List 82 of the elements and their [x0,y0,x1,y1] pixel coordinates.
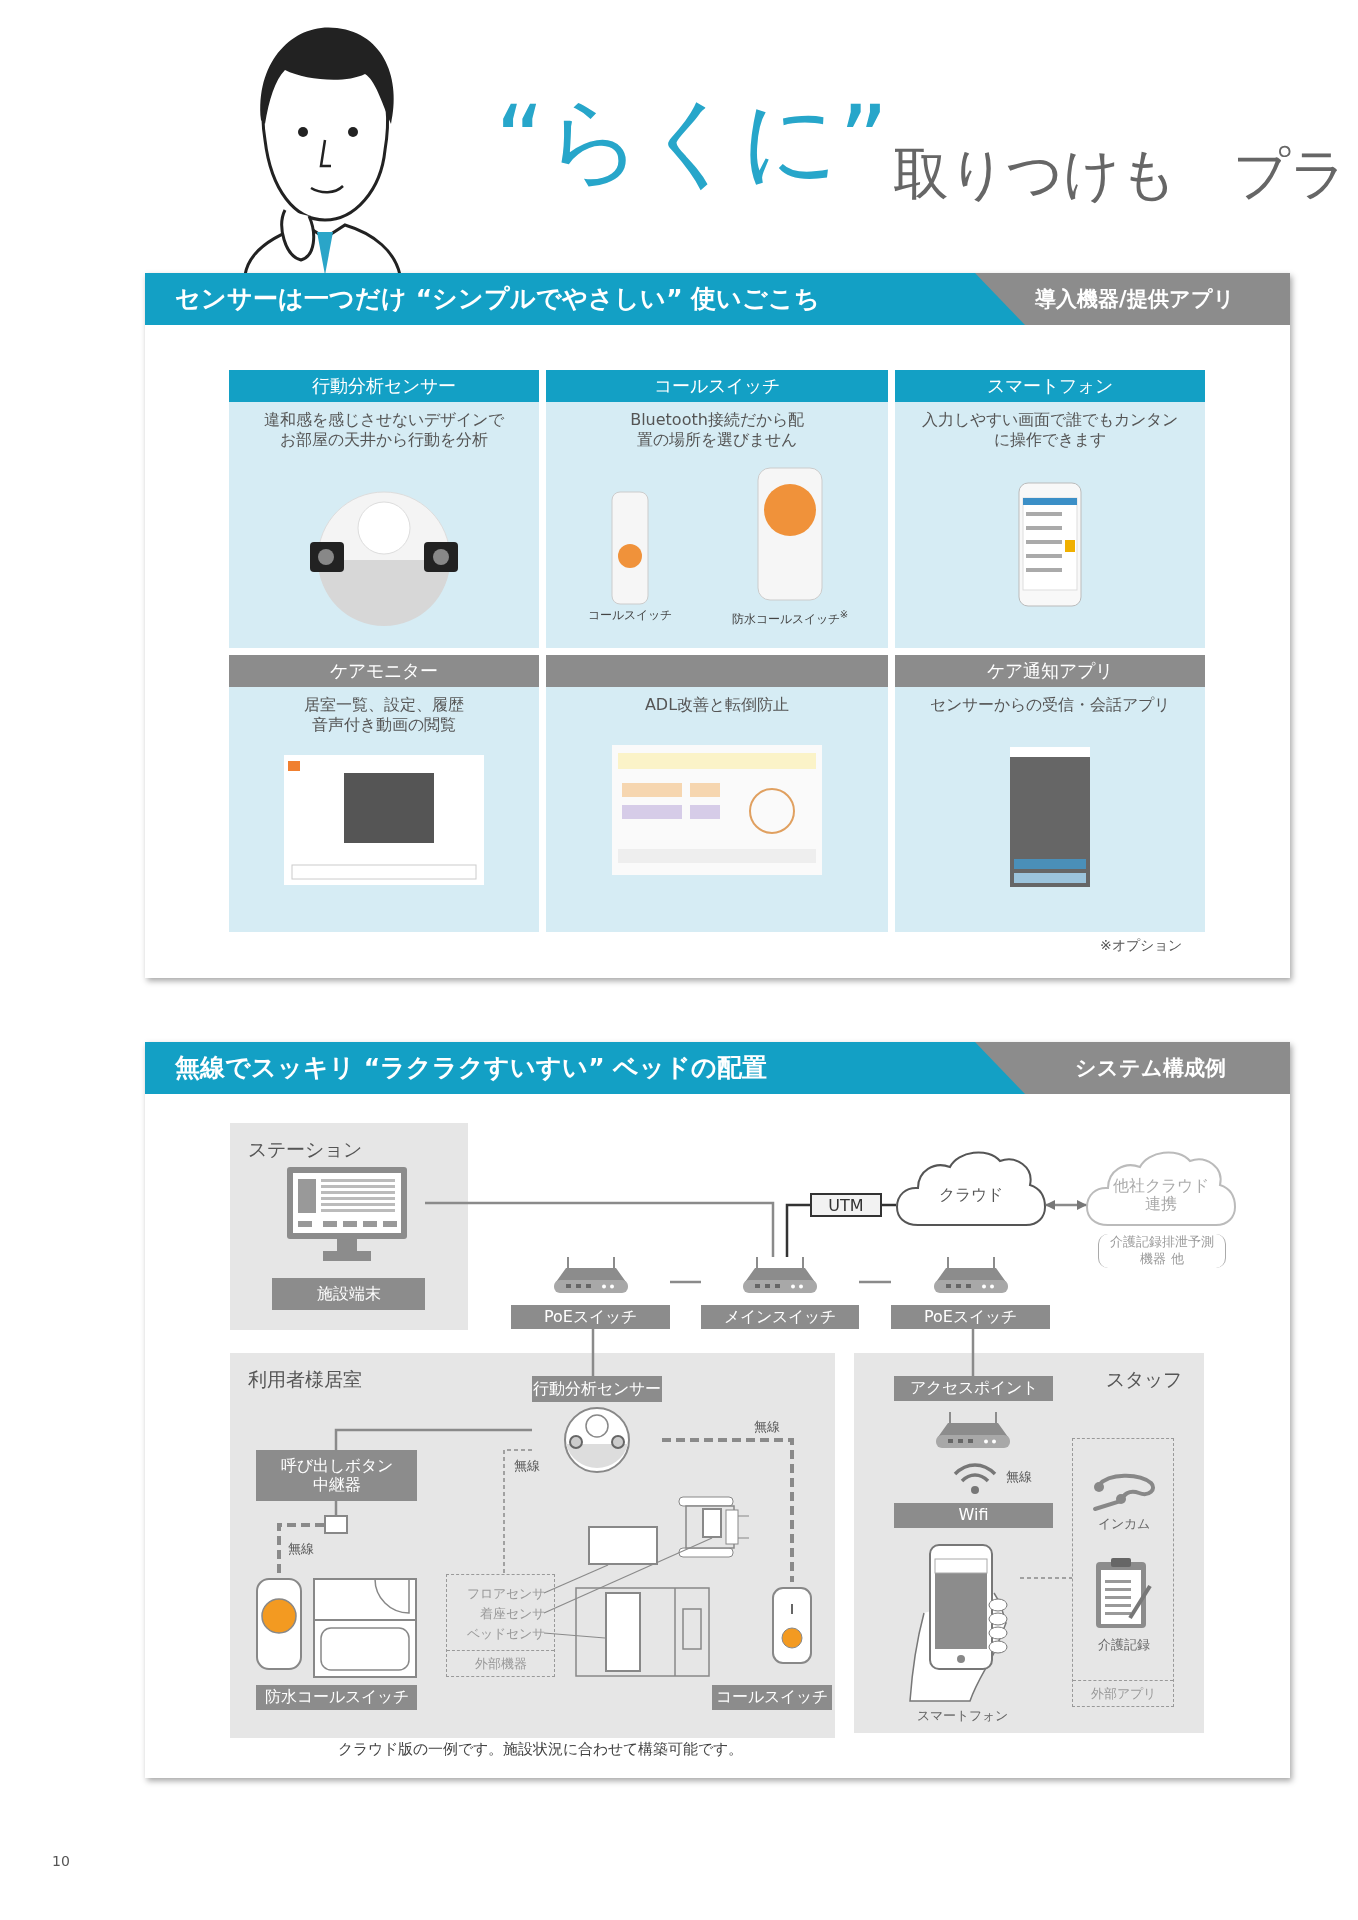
card-description: 入力しやすい画面で誰でもカンタンに操作できます [922,410,1178,450]
area-title: スタッフ [1106,1367,1182,1392]
label-box: PoEスイッチ [891,1305,1050,1329]
dashed-connector [1019,1577,1073,1579]
label-box: メインスイッチ [701,1305,859,1329]
connector [425,1201,775,1257]
connector [334,1501,338,1515]
label-box: Wifi [894,1503,1053,1528]
app-caption: インカム [1097,1515,1151,1533]
sensor-name: 着座センサ [451,1605,545,1623]
section-tab-label: システム構成例 [1075,1055,1227,1082]
wheelchair-seat [702,1508,722,1538]
leader-line [543,1632,606,1639]
feature-card [895,655,1205,932]
app-caption: 介護記録 [1097,1636,1151,1654]
card-header: コールスイッチ [546,370,888,402]
area-background [854,1353,1204,1733]
feature-card [229,370,539,648]
double-arrow [1045,1200,1087,1210]
edge-label: 無線 [512,1457,542,1475]
feature-card [895,370,1205,648]
dashed-connector [503,1449,533,1575]
label-text: 10 [52,1852,71,1871]
heading-text: 取りつけも プラ [893,140,1348,208]
card-description: Bluetooth接続だから配置の場所を選びません [629,410,805,450]
card-header: 行動分析センサー [229,370,539,402]
card-header: スマートフォン [895,370,1205,402]
label-box: 呼び出しボタン中継器 [256,1450,417,1501]
feature-card [229,655,539,932]
section-tab-label: 導入機器/提供アプリ [1035,286,1236,313]
label-text: ※オプション [1100,936,1183,955]
label-box: 行動分析センサー [532,1376,662,1402]
dashed-group-box [446,1574,555,1677]
device-caption: スマートフォン [916,1707,1009,1725]
relay-box [324,1515,348,1534]
dashed-group-box [1072,1438,1174,1707]
group-caption: 外部アプリ [1073,1680,1173,1706]
bed [605,1592,641,1672]
area-background [230,1353,835,1738]
cloud-label: クラウド [938,1183,1004,1206]
leader-line [543,1537,713,1614]
caption: クラウド版の一例です。施設状況に合わせて構築可能です。 [336,1740,744,1759]
floor-mat [588,1526,658,1565]
label-box: PoEスイッチ [511,1305,670,1329]
area-background [230,1123,468,1330]
group-caption: 外部機器 [447,1650,554,1676]
leader-line [543,1564,609,1594]
card-header: ケアモニター [229,655,539,687]
sensor-name: フロアセンサ [451,1585,545,1603]
edge-label: 無線 [752,1418,782,1436]
label-box: アクセスポイント [894,1376,1053,1401]
edge-label: 無線 [286,1540,316,1558]
label-text: コールスイッチ [588,608,672,624]
card-description: 違和感を感じさせないデザインでお部屋の天井から行動を分析 [263,410,505,450]
title: “らくに” [495,84,889,199]
cloud-label: 他社クラウド連携 [1112,1174,1210,1215]
card-description: 居室一覧、設定、履歴音声付き動画の閲覧 [303,695,465,735]
feature-card [546,370,888,648]
label-box: コールスイッチ [712,1685,832,1710]
connector [859,1280,891,1284]
label-box: 防水コールスイッチ [256,1685,417,1710]
connector [785,1203,810,1257]
sensor-name: ベッドセンサ [451,1625,545,1643]
area-title: ステーション [248,1137,362,1162]
connector [334,1428,532,1450]
card-header: ケア通知アプリ [895,655,1205,687]
connector [591,1329,595,1376]
connector [882,1203,896,1207]
label-text: 防水コールスイッチ$^{※}$ [730,608,850,628]
section-title: センサーは一つだけ “シンプルでやさしい” 使いごこち [175,283,822,315]
dashed-connector [662,1438,794,1582]
card-description: ADL改善と転倒防止 [643,695,791,715]
utm-box: UTM [810,1193,882,1217]
card-description: センサーからの受信・会話アプリ [929,695,1171,715]
section-title: 無線でスッキリ “ラクラクすいすい” ベッドの配置 [175,1052,769,1084]
label-box: 施設端末 [272,1278,425,1310]
area-title: 利用者様居室 [248,1367,362,1392]
cloud-note: 介護記録排泄予測機器 他 [1098,1234,1226,1268]
connector [670,1280,701,1284]
connector [971,1329,975,1376]
label-text: 無線 [1006,1469,1033,1486]
feature-card [546,655,888,932]
